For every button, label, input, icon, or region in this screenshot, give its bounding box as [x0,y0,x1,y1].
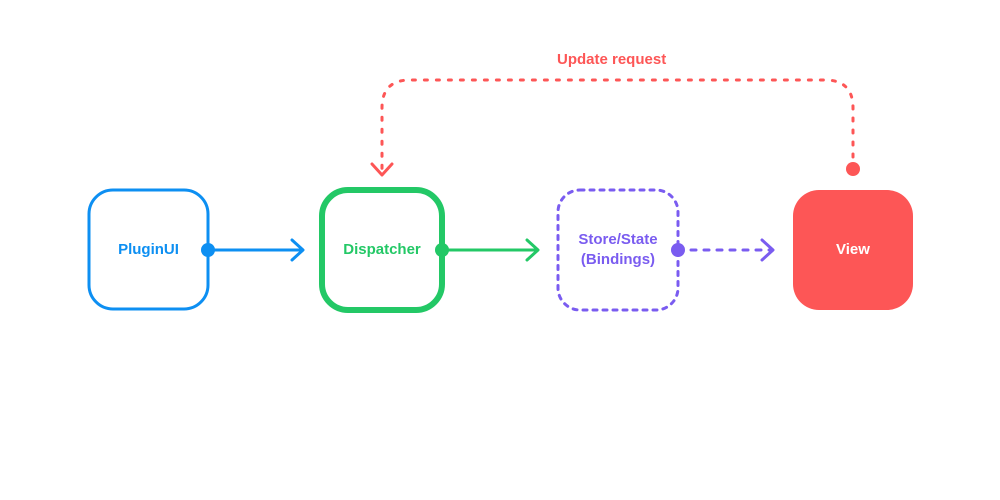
edge-dispatcher-to-store [435,238,540,262]
view-port-dot [846,162,860,176]
plugin-ui-label: PluginUI [118,240,179,258]
edge-store-to-view [671,238,775,262]
update-request-label: Update request [557,51,667,68]
view-node [793,190,913,310]
dispatcher-label: Dispatcher [343,241,421,258]
edge-plugin-ui-to-dispatcher [201,238,305,262]
store-state-node [556,188,680,312]
plugin-ui-port-dot [201,243,215,257]
edge-update-request [370,78,860,177]
view-label: View [836,241,870,258]
store-port-dot [671,243,685,257]
dispatcher-port-dot [435,243,449,257]
store-state-label: Store/State (Bindings) [578,231,658,268]
